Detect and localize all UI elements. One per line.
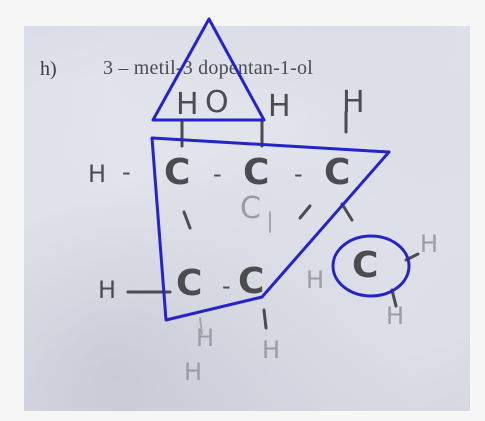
hand-h-bottom-4: H	[386, 302, 405, 330]
hand-h-bottom-3: H	[262, 336, 281, 364]
hand-c-5: C	[238, 261, 265, 302]
hand-h-left-upper: H	[88, 160, 107, 188]
annotation-quadrilateral	[150, 136, 391, 322]
hand-c-2: C	[243, 152, 270, 193]
hand-dash-4: -	[222, 272, 231, 300]
hand-h-bottom-2: H	[184, 358, 203, 386]
hand-o-top: O	[205, 85, 229, 120]
faint-bond-1	[199, 317, 203, 335]
faint-bond-lines	[199, 211, 271, 335]
hand-h-top-1: H	[176, 87, 199, 122]
bond-lines	[126, 110, 420, 330]
bond-diagonal-2	[340, 202, 354, 222]
annotation-circle	[331, 234, 411, 298]
hand-h-left-lower: H	[98, 276, 117, 304]
blue-annotations	[150, 17, 411, 322]
question-text: 3 – metil-3 dopentan-1-ol	[103, 57, 313, 79]
bond-diagonal-1	[298, 204, 312, 220]
bond-vertical-4	[182, 210, 192, 230]
bond-down-1	[262, 308, 268, 330]
hand-h-right: H	[420, 230, 439, 258]
hand-c-faint: C	[240, 191, 261, 226]
hand-h-top-2: H	[268, 89, 291, 124]
annotation-triangle	[151, 17, 266, 122]
hand-c-6: C	[352, 245, 379, 286]
bond-down-2	[390, 288, 398, 308]
hand-h-bottom-1: H	[196, 324, 215, 352]
hand-dash-3: -	[294, 160, 303, 188]
hand-dash-2: -	[213, 160, 222, 188]
hand-h-top-3: H	[342, 85, 365, 120]
hand-c-3: C	[324, 152, 351, 193]
hand-h-lower-mid: H	[306, 266, 325, 294]
hand-c-1: C	[164, 152, 191, 193]
question-label: h)	[40, 58, 57, 80]
hand-dash-1: -	[122, 158, 131, 186]
hand-c-4: C	[176, 263, 203, 304]
